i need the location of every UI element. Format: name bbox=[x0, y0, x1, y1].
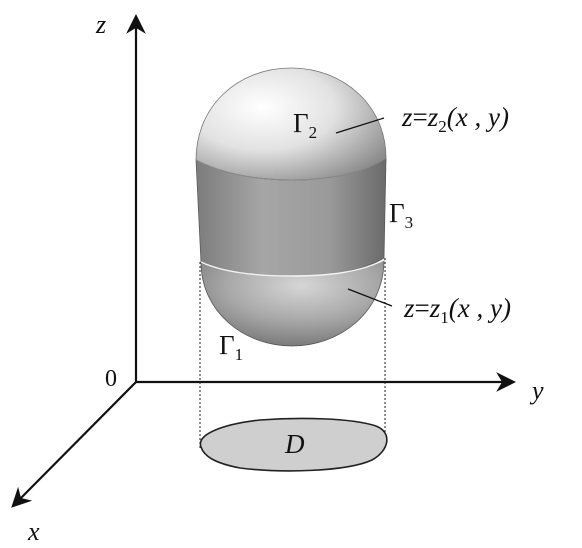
gamma3-label: Γ3 bbox=[389, 198, 413, 232]
lower-seam bbox=[200, 259, 385, 277]
origin-label: 0 bbox=[105, 366, 117, 392]
region-d bbox=[199, 417, 388, 472]
x-axis bbox=[11, 381, 137, 508]
equation-top: z=z2(x , y) bbox=[401, 102, 509, 136]
gamma2-label: Γ2 bbox=[293, 108, 317, 142]
z-axis-label: z bbox=[95, 10, 106, 39]
leader-bottom bbox=[347, 288, 393, 307]
x-axis-label: x bbox=[27, 517, 40, 546]
equation-bottom: z=z1(x , y) bbox=[403, 293, 511, 327]
upper-seam bbox=[195, 157, 387, 181]
region-d-label: D bbox=[284, 429, 305, 459]
y-axis-label: y bbox=[529, 376, 544, 405]
gamma1-label: Γ1 bbox=[219, 330, 243, 364]
leader-top bbox=[335, 117, 385, 134]
top-cap-surface bbox=[195, 67, 387, 181]
